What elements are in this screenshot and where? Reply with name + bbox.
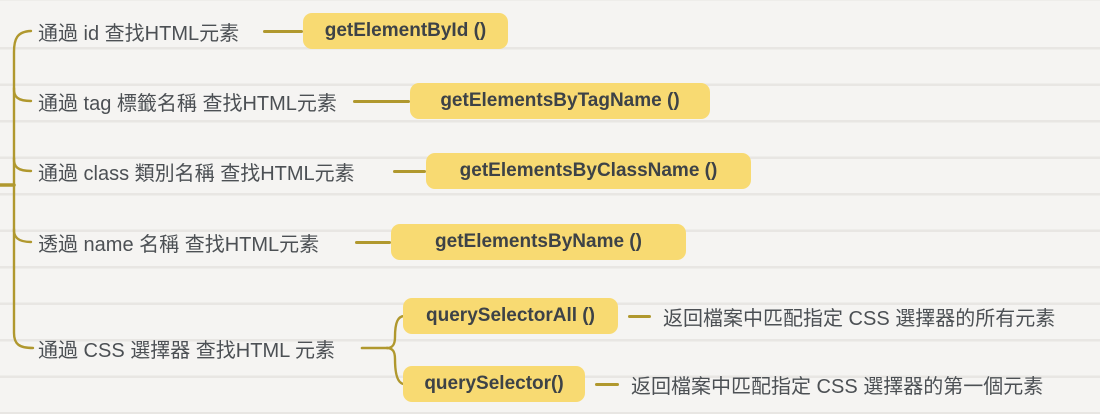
- branch-row-class: 通過 class 類別名稱 查找HTML元素 getElementsByClas…: [38, 152, 751, 190]
- branch-label[interactable]: 通過 id 查找HTML元素: [38, 22, 240, 45]
- branch-row-css-selector: 通過 CSS 選擇器 查找HTML 元素: [38, 329, 335, 367]
- connector-dash: [353, 99, 410, 103]
- branch-label[interactable]: 透過 name 名稱 查找HTML元素: [38, 233, 320, 256]
- fork-arc-down: [385, 346, 406, 386]
- method-description[interactable]: 返回檔案中匹配指定 CSS 選擇器的第一個元素: [631, 375, 1044, 398]
- subbranch-row-queryselector: querySelector() 返回檔案中匹配指定 CSS 選擇器的第一個元素: [403, 365, 1043, 403]
- branch-label[interactable]: 通過 tag 標籤名稱 查找HTML元素: [38, 92, 337, 115]
- method-description[interactable]: 返回檔案中匹配指定 CSS 選擇器的所有元素: [663, 307, 1056, 330]
- subbranch-row-queryselectorall: querySelectorAll () 返回檔案中匹配指定 CSS 選擇器的所有…: [403, 297, 1055, 335]
- connector-dash: [595, 382, 619, 386]
- connector-dash: [628, 314, 651, 318]
- method-node-queryselector[interactable]: querySelector(): [403, 365, 585, 403]
- branch-row-name: 透過 name 名稱 查找HTML元素 getElementsByName (): [38, 223, 686, 261]
- method-node-queryselectorall[interactable]: querySelectorAll (): [403, 297, 618, 335]
- method-node-getelementsbyname[interactable]: getElementsByName (): [391, 223, 686, 261]
- trunk-line: [12, 29, 35, 350]
- branch-row-id: 通過 id 查找HTML元素 getElementById (): [38, 12, 508, 50]
- branch-arc-row2: [12, 86, 33, 103]
- connector-dash: [263, 29, 303, 33]
- connector-dash: [393, 169, 426, 173]
- branch-arc-row3: [12, 156, 33, 173]
- method-node-getelementsbytagname[interactable]: getElementsByTagName (): [410, 82, 710, 120]
- method-node-getelementsbyclassname[interactable]: getElementsByClassName (): [426, 152, 751, 190]
- branch-label[interactable]: 通過 class 類別名稱 查找HTML元素: [38, 162, 355, 185]
- branch-label[interactable]: 通過 CSS 選擇器 查找HTML 元素: [38, 339, 336, 362]
- branch-row-tag: 通過 tag 標籤名稱 查找HTML元素 getElementsByTagNam…: [38, 82, 710, 120]
- branch-arc-row4: [12, 227, 33, 244]
- fork-arc-up: [385, 314, 406, 350]
- method-node-getelementbyid[interactable]: getElementById (): [303, 12, 508, 50]
- connector-dash: [355, 240, 391, 244]
